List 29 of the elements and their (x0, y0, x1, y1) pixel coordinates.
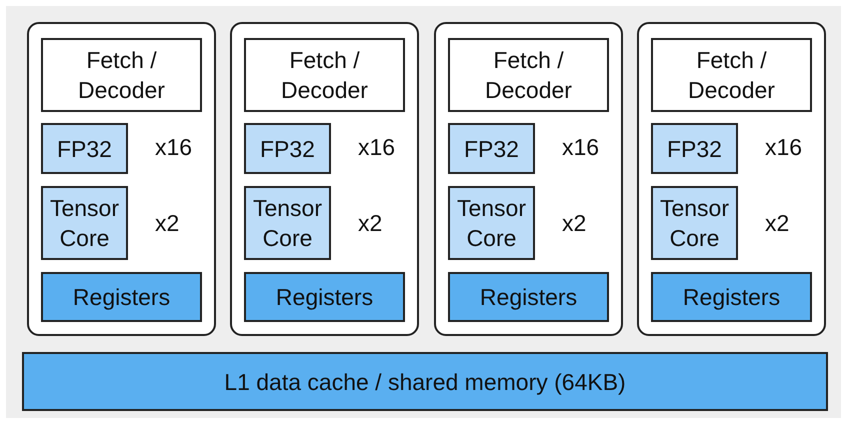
fetch-decoder-box: Fetch / Decoder (651, 38, 812, 112)
tensor-unit-box: Tensor Core (651, 186, 738, 260)
register-box: Registers (448, 272, 609, 322)
tensor-unit-box: Tensor Core (41, 186, 128, 260)
multiplier-label: x16 (155, 133, 192, 162)
fetch-decoder-box: Fetch / Decoder (244, 38, 405, 112)
multiplier-label: x2 (155, 209, 180, 238)
tensor-unit-box: Tensor Core (448, 186, 535, 260)
fp32-unit-box: FP32 (41, 123, 128, 174)
multiplier-label: x16 (358, 133, 396, 162)
fetch-decoder-box: Fetch / Decoder (41, 38, 202, 112)
multiplier-label: x16 (765, 133, 802, 162)
multiplier-label: x2 (358, 209, 382, 238)
register-box: Registers (244, 272, 405, 322)
core-panel (434, 22, 623, 336)
core-panel (27, 22, 216, 336)
multiplier-label: x2 (765, 209, 790, 238)
multiplier-label: x2 (562, 209, 586, 238)
core-panel (637, 22, 826, 336)
tensor-unit-box: Tensor Core (244, 186, 331, 260)
register-box: Registers (41, 272, 202, 322)
fp32-unit-box: FP32 (244, 123, 331, 174)
cache-memory-bar: L1 data cache / shared memory (64KB) (22, 352, 828, 411)
register-box: Registers (651, 272, 812, 322)
fp32-unit-box: FP32 (448, 123, 535, 174)
fetch-decoder-box: Fetch / Decoder (448, 38, 609, 112)
fp32-unit-box: FP32 (651, 123, 738, 174)
core-panel (230, 22, 419, 336)
multiplier-label: x16 (562, 133, 600, 162)
